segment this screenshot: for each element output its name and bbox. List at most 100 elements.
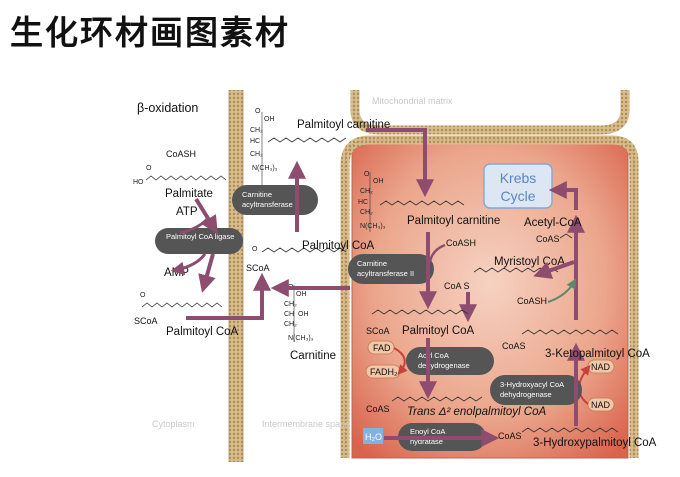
svg-text:dehydrogenase: dehydrogenase [418,361,470,370]
svg-text:NAD: NAD [591,400,611,410]
svg-text:OH: OH [373,178,384,185]
fad-badge [367,340,395,355]
arrow-carnitine-into-matrix [366,128,434,198]
svg-text:O: O [255,108,261,115]
hydroxy-chain [521,427,619,433]
coas-3: CoAS [502,341,526,351]
svg-text:CH₂: CH₂ [284,321,297,328]
svg-text:Krebs: Krebs [500,170,537,186]
svg-text:OH: OH [264,116,275,123]
palmitoyl-coa-matrix-chain [371,309,469,315]
svg-text:FADH₂: FADH₂ [370,367,398,377]
svg-text:Acyl CoA: Acyl CoA [418,351,449,360]
svg-text:acyltransferase II: acyltransferase II [357,269,414,278]
scoa-mid: SCoA [246,263,270,273]
arrow-to-myristoyl [533,260,575,279]
svg-text:Enoyl CoA: Enoyl CoA [410,427,445,436]
carnitine-structure: O OH CH₂ CH OH CH₂ N(CH₃)₃ [284,284,314,342]
svg-text:hydratase: hydratase [410,437,443,446]
svg-text:CH: CH [284,311,294,318]
svg-text:dehydrogenase: dehydrogenase [500,390,552,399]
coa-s-label: CoA S [444,281,470,291]
svg-text:Carnitine: Carnitine [357,259,387,268]
svg-text:O: O [364,171,370,178]
scoa-left: SCoA [134,316,158,326]
hydroxypalmitoyl-label: 3-Hydroxypalmitoyl CoA [533,437,657,449]
svg-text:Cycle: Cycle [500,188,535,204]
svg-text:CH₂: CH₂ [284,301,297,308]
arrow-palmitate-to-ligase [194,197,218,235]
svg-text:3-Hydroxyacyl CoA: 3-Hydroxyacyl CoA [500,380,564,389]
cytoplasm-label: Cytoplasm [152,419,195,429]
section-title: β-oxidation [137,101,198,115]
arrow-to-palmitoyl-coa [198,253,216,293]
palmitoyl-coa-matrix: Palmitoyl CoA [402,325,475,337]
palmitate-label: Palmitate [165,188,213,200]
intermembrane-label: Intermembrane space [262,419,350,429]
nad-badge-2 [587,397,615,412]
atp-label: ATP [176,206,198,218]
enoyl-chain [391,396,483,402]
trans-enoyl-label: Trans Δ² enolpalmitoyl CoA [407,406,546,418]
keto-chain [521,329,619,335]
svg-text:HO: HO [133,179,144,186]
coas-2: CoAS [498,431,522,441]
inner-membrane [340,135,639,458]
svg-text:O: O [146,165,152,172]
svg-text:NAD: NAD [591,362,611,372]
coas-1: CoAS [366,404,390,414]
svg-text:CH₂: CH₂ [360,188,373,195]
svg-text:OH: OH [298,311,309,318]
enzyme-carnitine-acyltransferase-2 [348,254,434,284]
coash-matrix: CoASH [446,238,476,248]
h2o-badge [363,428,383,444]
svg-text:CH₂: CH₂ [250,151,263,158]
cell-membrane [229,90,243,462]
palmitoyl-carnitine-top-structure: O OH CH₂ HC CH₂ N(CH₃)₃ [250,108,347,185]
svg-text:H₂O: H₂O [365,432,382,442]
palmitoyl-carnitine-matrix: Palmitoyl carnitine [407,215,500,227]
svg-text:N(CH₃)₃: N(CH₃)₃ [252,165,278,172]
carnitine-label: Carnitine [290,350,336,362]
svg-text:N(CH₃)₃: N(CH₃)₃ [360,223,386,230]
arrow-coash-in [428,243,446,263]
myristoyl-coa-label: Myristoyl CoA [494,256,565,268]
svg-text:CH₂: CH₂ [250,127,263,134]
coash-left: CoASH [166,149,196,159]
arrow-to-krebs [548,181,578,210]
svg-text:FAD: FAD [373,343,391,353]
ketopalmitoyl-label: 3-Ketopalmitoyl CoA [545,348,650,360]
palmitoyl-carnitine-matrix-structure: O OH CH₂ HC CH₂ N(CH₃)₃ [358,171,465,232]
coash-matrix-2: CoASH [517,296,547,306]
matrix-label: Mitochondrial matrix [372,96,453,106]
arrow-atp [179,217,210,235]
svg-text:HC: HC [358,199,368,206]
acetyl-coa-label: Acetyl-CoA [524,217,582,229]
palmitoyl-coa-left: Palmitoyl CoA [166,326,239,338]
page-title: 生化环材画图素材 [10,13,290,52]
svg-text:N(CH₃)₃: N(CH₃)₃ [288,335,314,342]
arrow-coash-recycle [547,278,576,303]
arrow-palmitoyl-coa-to-cat1 [186,272,271,320]
svg-text:O: O [140,292,146,299]
svg-text:Carnitine: Carnitine [242,190,272,199]
svg-text:OH: OH [296,291,307,298]
svg-text:HC: HC [250,138,260,145]
enzyme-palmitoyl-coa-ligase [155,228,243,254]
palmitoyl-coa-chain-mid [261,247,347,253]
outer-membrane [350,90,630,135]
palmitate-chain [145,175,227,181]
svg-text:CH₂: CH₂ [360,209,373,216]
svg-text:O: O [252,246,258,253]
svg-text:acyltransferase I: acyltransferase I [242,200,297,209]
enzyme-3-hydroxyacyl-coa-dehydrogenase [490,375,582,405]
palmitoyl-coa-chain-left [141,302,223,308]
arrow-amp [170,253,207,276]
arrow-fad-reduction [393,347,408,376]
svg-text:Palmitoyl CoA ligase: Palmitoyl CoA ligase [166,232,234,241]
coas-4: CoAS [536,234,560,244]
palmitoyl-coa-mid: Palmitoyl CoA [302,240,375,252]
scoa-matrix: SCoA [366,326,390,336]
